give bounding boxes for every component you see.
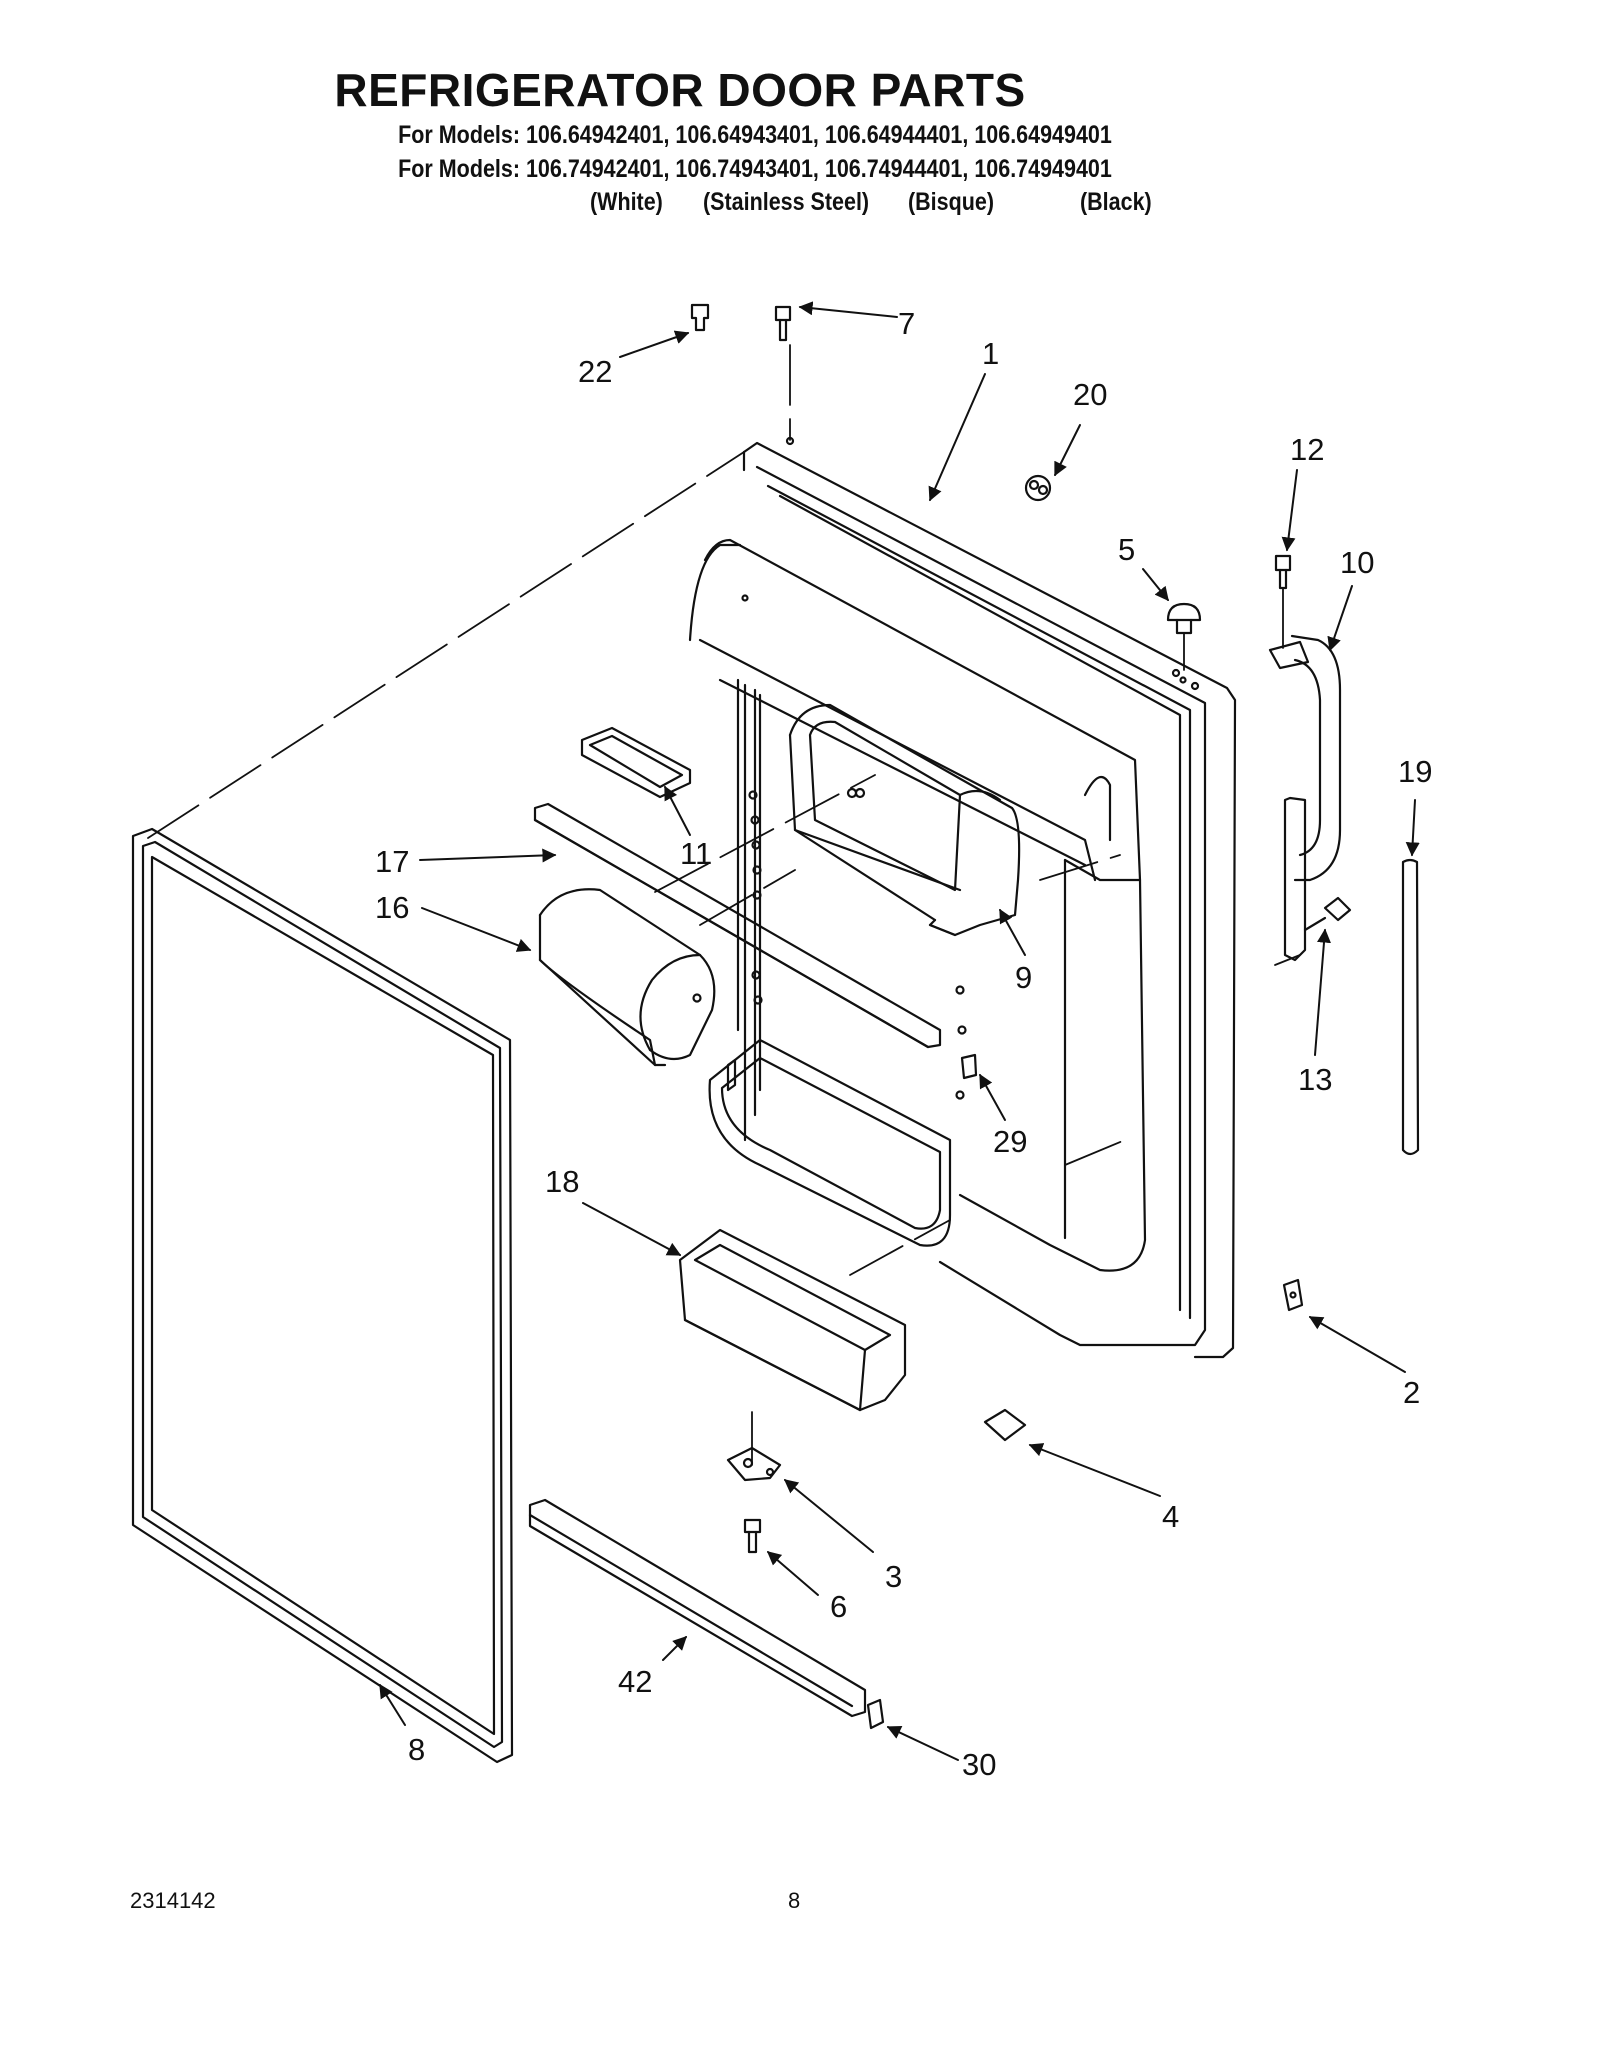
trim-strip-part xyxy=(1401,858,1420,1156)
callout-2: 2 xyxy=(1403,1375,1420,1410)
callout-10: 10 xyxy=(1340,545,1374,580)
bottom-bin-part xyxy=(678,1228,907,1412)
callout-arrows xyxy=(379,301,1420,1761)
door-gasket-part xyxy=(131,827,514,1764)
color-black: (Black) xyxy=(1080,188,1152,216)
callout-5: 5 xyxy=(1118,532,1135,567)
callout-8: 8 xyxy=(408,1732,425,1767)
butter-bin-part xyxy=(538,888,716,1067)
callout-20: 20 xyxy=(1073,377,1107,412)
models-line-2: For Models: 106.74942401, 106.74943401, … xyxy=(398,155,1112,183)
color-bisque: (Bisque) xyxy=(908,188,994,216)
callout-6: 6 xyxy=(830,1589,847,1624)
models-line-1: For Models: 106.64942401, 106.64943401, … xyxy=(398,121,1112,149)
callout-17: 17 xyxy=(375,844,409,879)
dairy-bin-part xyxy=(788,703,1021,937)
callout-16: 16 xyxy=(375,890,409,925)
callout-3: 3 xyxy=(885,1559,902,1594)
callout-22: 22 xyxy=(578,354,612,389)
assembly-lines xyxy=(147,344,1301,1466)
callout-19: 19 xyxy=(1398,754,1432,789)
callout-42: 42 xyxy=(618,1664,652,1699)
shelf-bar-part xyxy=(533,802,942,1049)
callout-29: 29 xyxy=(993,1124,1027,1159)
callout-13: 13 xyxy=(1298,1062,1332,1097)
callout-12: 12 xyxy=(1290,432,1324,467)
bottom-trim-part xyxy=(528,1498,867,1718)
callout-labels: 22 7 1 20 12 5 10 19 11 17 16 9 13 29 18… xyxy=(375,306,1432,1782)
page-number: 8 xyxy=(788,1888,801,1913)
color-white: (White) xyxy=(590,188,663,216)
color-stainless: (Stainless Steel) xyxy=(703,188,870,216)
door-panel-part xyxy=(688,436,1237,1359)
document-number: 2314142 xyxy=(130,1888,216,1913)
callout-9: 9 xyxy=(1015,960,1032,995)
page-title: REFRIGERATOR DOOR PARTS xyxy=(334,64,1026,116)
callout-11: 11 xyxy=(680,836,712,871)
page-header: REFRIGERATOR DOOR PARTS For Models: 106.… xyxy=(0,62,1600,186)
callout-30: 30 xyxy=(962,1747,996,1782)
callout-18: 18 xyxy=(545,1164,579,1199)
callout-7: 7 xyxy=(898,306,915,341)
callout-1: 1 xyxy=(982,336,999,371)
small-hardware xyxy=(690,303,1352,1730)
callout-4: 4 xyxy=(1162,1499,1179,1534)
butter-lid-part xyxy=(580,726,692,799)
